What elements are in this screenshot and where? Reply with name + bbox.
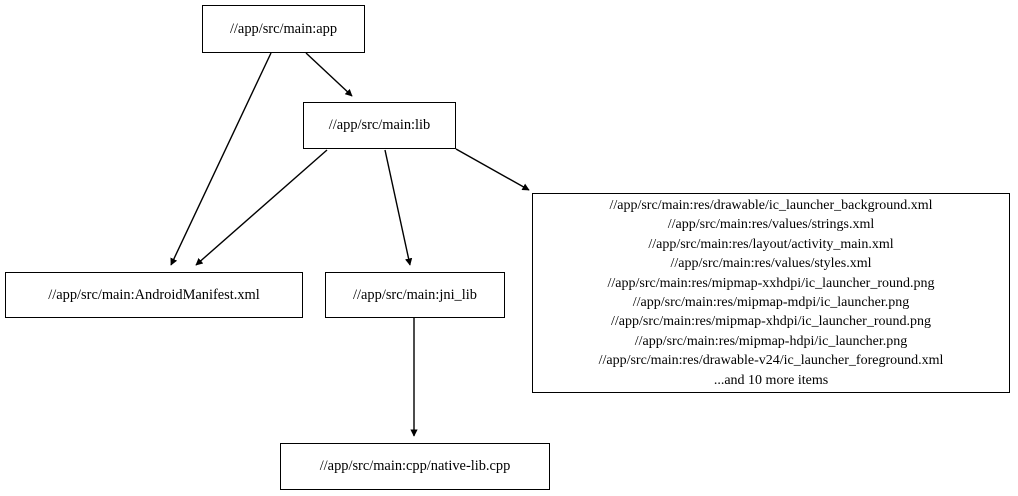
node-res-list[interactable]: //app/src/main:res/drawable/ic_launcher_…: [532, 193, 1010, 393]
node-native-lib-cpp-label: //app/src/main:cpp/native-lib.cpp: [319, 458, 511, 474]
node-android-manifest-label: //app/src/main:AndroidManifest.xml: [48, 286, 260, 303]
edge-lib-to-jni-lib: [384, 149, 413, 266]
node-jni-lib-label: //app/src/main:jni_lib: [353, 286, 477, 303]
node-lib-label: //app/src/main:lib: [328, 117, 431, 133]
node-app[interactable]: //app/src/main:app: [202, 5, 365, 53]
node-native-lib-cpp[interactable]: //app/src/main:cpp/native-lib.cpp: [280, 443, 550, 490]
node-jni-lib[interactable]: //app/src/main:jni_lib: [325, 272, 505, 318]
edge-lib-to-res-list: [455, 148, 530, 191]
node-app-label: //app/src/main:app: [229, 20, 338, 37]
node-lib[interactable]: //app/src/main:lib: [303, 102, 456, 149]
node-res-list-label: //app/src/main:res/drawable/ic_launcher_…: [598, 197, 944, 388]
edge-app-to-manifest: [170, 52, 272, 266]
node-android-manifest[interactable]: //app/src/main:AndroidManifest.xml: [5, 272, 303, 318]
edge-app-to-lib: [305, 52, 353, 97]
edge-lib-to-manifest: [195, 149, 328, 266]
